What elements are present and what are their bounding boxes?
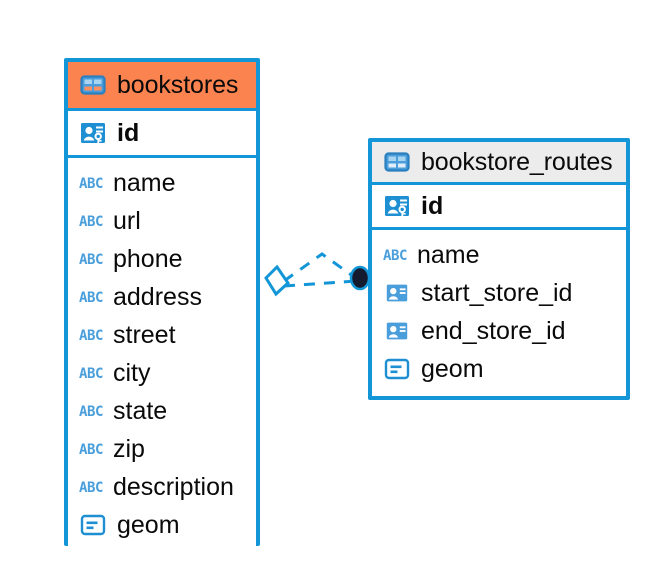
field-label: street <box>113 320 176 349</box>
primary-key-icon <box>382 191 412 221</box>
field-label: start_store_id <box>421 278 573 307</box>
svg-text:ABC: ABC <box>79 252 103 267</box>
entity-bookstore-routes[interactable]: bookstore_routes id <box>368 138 630 400</box>
text-abc-icon: ABC <box>78 398 104 424</box>
field-row-city[interactable]: ABC city <box>68 354 256 392</box>
field-list-bookstores: ABC name ABC url ABC p <box>68 158 256 552</box>
field-row-geom[interactable]: geom <box>372 350 626 388</box>
field-label: city <box>113 358 151 387</box>
text-abc-icon: ABC <box>78 284 104 310</box>
field-label: geom <box>117 510 180 539</box>
relationship-line-upper <box>283 252 358 283</box>
entity-header-bookstore-routes[interactable]: bookstore_routes <box>372 142 626 182</box>
entity-header-bookstores[interactable]: bookstores <box>68 62 256 108</box>
text-abc-icon: ABC <box>78 170 104 196</box>
text-abc-icon: ABC <box>382 242 408 268</box>
field-row-state[interactable]: ABC state <box>68 392 256 430</box>
text-abc-icon: ABC <box>78 246 104 272</box>
field-label: end_store_id <box>421 316 566 345</box>
foreign-key-icon <box>382 316 412 346</box>
field-row-name[interactable]: ABC name <box>372 236 626 274</box>
entity-bookstores[interactable]: bookstores id <box>64 58 260 552</box>
field-row-url[interactable]: ABC url <box>68 202 256 240</box>
field-row-id[interactable]: id <box>68 108 256 158</box>
field-label: geom <box>421 354 484 383</box>
field-label: phone <box>113 244 183 273</box>
field-label: zip <box>113 434 145 463</box>
field-row-zip[interactable]: ABC zip <box>68 430 256 468</box>
table-icon <box>382 147 412 177</box>
field-row-end-store-id[interactable]: end_store_id <box>372 312 626 350</box>
field-label: name <box>417 240 480 269</box>
primary-key-label: id <box>421 191 444 220</box>
field-label: name <box>113 168 176 197</box>
field-label: address <box>113 282 202 311</box>
svg-text:ABC: ABC <box>79 290 103 305</box>
svg-text:ABC: ABC <box>383 248 407 263</box>
geometry-icon <box>78 510 108 540</box>
geometry-icon <box>382 354 412 384</box>
svg-text:ABC: ABC <box>79 176 103 191</box>
field-label: url <box>113 206 141 235</box>
text-abc-icon: ABC <box>78 360 104 386</box>
svg-text:ABC: ABC <box>79 328 103 343</box>
svg-text:ABC: ABC <box>79 480 103 495</box>
foreign-key-icon <box>382 278 412 308</box>
filled-circle-icon <box>349 265 371 291</box>
entity-name-label: bookstores <box>117 70 239 99</box>
field-row-description[interactable]: ABC description <box>68 468 256 506</box>
svg-text:ABC: ABC <box>79 404 103 419</box>
field-row-phone[interactable]: ABC phone <box>68 240 256 278</box>
primary-key-label: id <box>117 118 140 147</box>
field-row-address[interactable]: ABC address <box>68 278 256 316</box>
svg-text:ABC: ABC <box>79 442 103 457</box>
relationship-line-lower <box>283 279 358 288</box>
field-row-id[interactable]: id <box>372 182 626 230</box>
text-abc-icon: ABC <box>78 322 104 348</box>
diamond-icon <box>264 264 290 297</box>
text-abc-icon: ABC <box>78 474 104 500</box>
field-row-name[interactable]: ABC name <box>68 164 256 202</box>
svg-text:ABC: ABC <box>79 214 103 229</box>
field-row-geom[interactable]: geom <box>68 506 256 544</box>
field-label: state <box>113 396 168 425</box>
field-list-bookstore-routes: ABC name start_store_id <box>372 230 626 396</box>
field-row-start-store-id[interactable]: start_store_id <box>372 274 626 312</box>
text-abc-icon: ABC <box>78 208 104 234</box>
primary-key-icon <box>78 118 108 148</box>
entity-name-label: bookstore_routes <box>421 147 613 176</box>
field-label: description <box>113 472 234 501</box>
svg-text:ABC: ABC <box>79 366 103 381</box>
table-icon <box>78 70 108 100</box>
text-abc-icon: ABC <box>78 436 104 462</box>
field-row-street[interactable]: ABC street <box>68 316 256 354</box>
